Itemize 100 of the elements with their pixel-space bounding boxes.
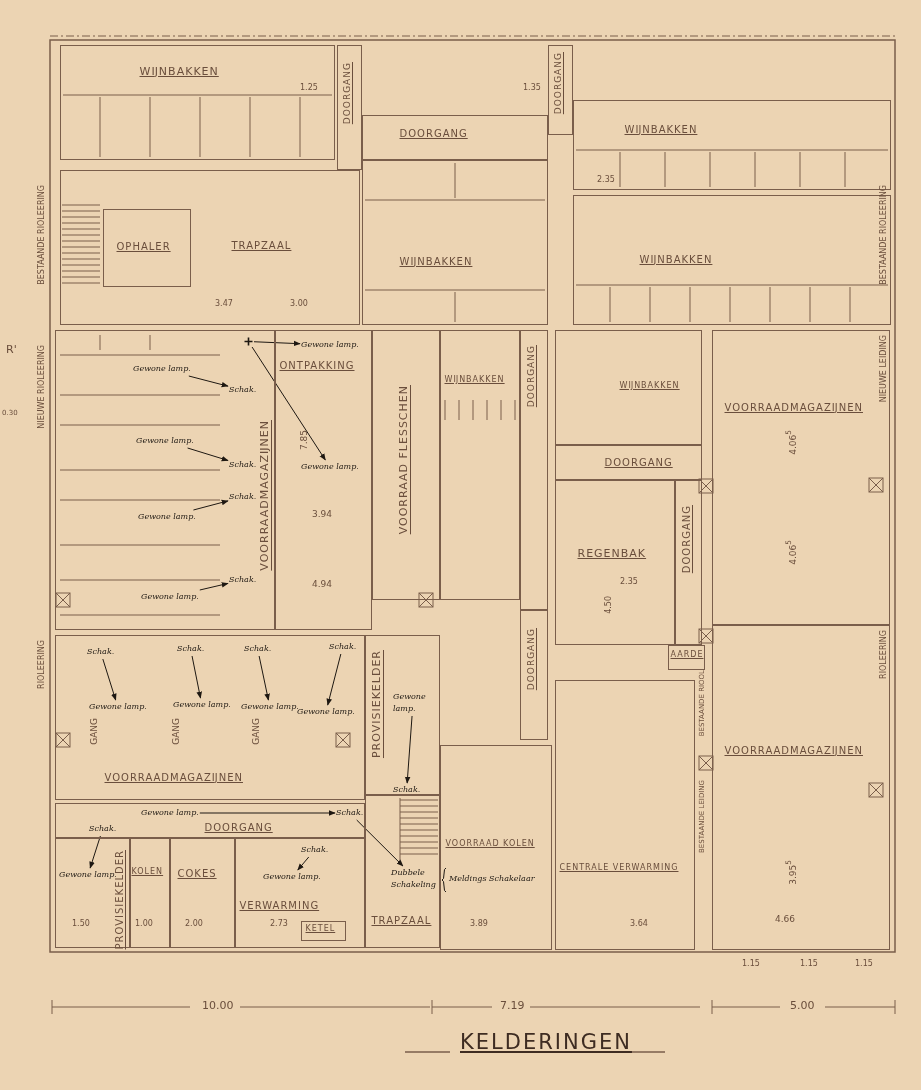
room-outline <box>55 635 365 800</box>
dimension-text: GANG <box>90 718 100 745</box>
handwritten-note: Schak. <box>87 646 115 658</box>
leader-line <box>199 582 229 591</box>
handwritten-note: Meldings Schakelaar <box>449 873 535 885</box>
room-name: VOORRAADMAGAZĲNEN <box>724 401 863 413</box>
room-name: WĲNBAKKEN <box>444 375 505 385</box>
pipe-note: BESTAANDE RIOLEERING <box>880 185 889 285</box>
handwritten-note: Schak. <box>393 784 421 796</box>
handwritten-note: Gewone lamp. <box>173 699 231 711</box>
dimension-text: 2.35 <box>597 176 615 185</box>
dimension-text: 1.50 <box>72 920 90 929</box>
room-name: REGENBAK <box>577 547 647 560</box>
room-name: WĲNBAKKEN <box>399 255 473 267</box>
room-outline <box>55 838 130 948</box>
dimension-text: 1.15 <box>800 960 818 969</box>
handwritten-note: Schak. <box>229 459 257 471</box>
handwritten-note: Gewone lamp. <box>133 363 191 375</box>
dimension-text: 3.89 <box>470 920 488 929</box>
handwritten-note: Schak. <box>229 491 257 503</box>
room-outline <box>548 45 573 135</box>
dimension-text: 1.25 <box>300 84 318 93</box>
handwritten-note: Gewone lamp. <box>141 591 199 603</box>
room-name: KETEL <box>305 924 336 934</box>
handwritten-note: Gewone lamp. <box>263 871 321 883</box>
pipe-note: BESTAANDE RIOLEERING <box>38 185 47 285</box>
leader-line <box>188 375 229 388</box>
room-name: COKES <box>177 867 217 879</box>
room-name: DOORGANG <box>399 127 468 139</box>
room-outline <box>301 921 346 941</box>
room-name: AARDE <box>670 650 704 660</box>
handwritten-note: Gewone lamp. <box>89 701 147 713</box>
room-outline <box>103 209 191 287</box>
room-name: VOORRAADMAGAZĲNEN <box>104 771 243 783</box>
leader-line <box>326 653 342 706</box>
leader-line <box>192 499 229 511</box>
handwritten-note: Gewone lamp. <box>138 511 196 523</box>
room-outline <box>712 625 890 950</box>
room-outline <box>170 838 235 948</box>
dimension-text: 5.00 <box>790 1000 815 1013</box>
dimension-text: 3.94 <box>312 510 333 520</box>
handwritten-note: Gewone lamp. <box>136 435 194 447</box>
room-name: DOORGANG <box>526 627 537 690</box>
room-outline <box>555 330 702 445</box>
room-outline <box>440 745 552 950</box>
pipe-note: RIOLEERING <box>38 640 47 689</box>
leader-line <box>251 346 326 461</box>
room-name: OPHALER <box>116 240 171 252</box>
room-name: DOORGANG <box>204 821 273 833</box>
room-outline <box>365 635 440 795</box>
handwritten-note: Schak. <box>336 807 364 819</box>
leader-line <box>191 655 202 699</box>
room-outline <box>130 838 170 948</box>
room-name: DOORGANG <box>680 504 692 573</box>
plan-title: KELDERINGEN <box>460 1030 632 1054</box>
dimension-text: 7.85 <box>300 430 310 451</box>
room-outline <box>362 115 548 160</box>
dimension-text: 1.00 <box>135 920 153 929</box>
room-outline <box>365 795 440 948</box>
dimension-text: 3.00 <box>290 300 308 309</box>
room-outline <box>440 330 520 600</box>
room-name: CENTRALE VERWARMING <box>559 863 679 873</box>
room-name: VOORRAADMAGAZĲNEN <box>258 419 271 571</box>
pipe-note: NIEUWE RIOLEERING <box>38 345 47 429</box>
dimension-text: R' <box>6 344 17 357</box>
dimension-text: 4.94 <box>312 580 333 590</box>
room-outline <box>337 45 362 170</box>
pipe-note: 4.50 <box>605 596 614 614</box>
leader-line <box>258 655 270 701</box>
dimension-text: 2.73 <box>270 920 288 929</box>
room-outline <box>555 445 702 480</box>
room-outline <box>520 610 548 740</box>
room-name: VOORRAAD FLESSCHEN <box>397 384 410 534</box>
dimension-text: 2.00 <box>185 920 203 929</box>
handwritten-note: Gewone lamp. <box>297 706 355 718</box>
dimension-text: GANG <box>172 718 182 745</box>
room-name: ONTPAKKING <box>279 359 355 371</box>
dimension-text: 7.19 <box>500 1000 525 1013</box>
room-outline <box>60 45 335 160</box>
room-name: WĲNBAKKEN <box>619 381 680 391</box>
leader-line <box>297 856 310 871</box>
room-name: DOORGANG <box>553 51 564 114</box>
room-name: VOORRAAD KOLEN <box>445 839 535 849</box>
cross-mark-icon <box>244 337 253 346</box>
dimension-text: GANG <box>252 718 262 745</box>
room-name: WĲNBAKKEN <box>624 123 698 135</box>
leader-line <box>102 658 117 701</box>
handwritten-note: Dubbele Schakeling <box>391 867 441 891</box>
dimension-text: 10.00 <box>202 1000 234 1013</box>
pipe-note: RIOLEERING <box>880 630 889 679</box>
leader-line <box>404 715 413 784</box>
room-name: KOLEN <box>131 867 164 877</box>
dimension-text: 1.35 <box>523 84 541 93</box>
handwritten-note: Gewone lamp. <box>141 807 199 819</box>
room-name: VOORRAADMAGAZĲNEN <box>724 744 863 756</box>
leader-line <box>199 810 336 816</box>
room-outline <box>555 680 695 950</box>
room-outline <box>235 838 365 948</box>
room-name: VERWARMING <box>239 899 320 911</box>
room-outline <box>55 803 365 838</box>
